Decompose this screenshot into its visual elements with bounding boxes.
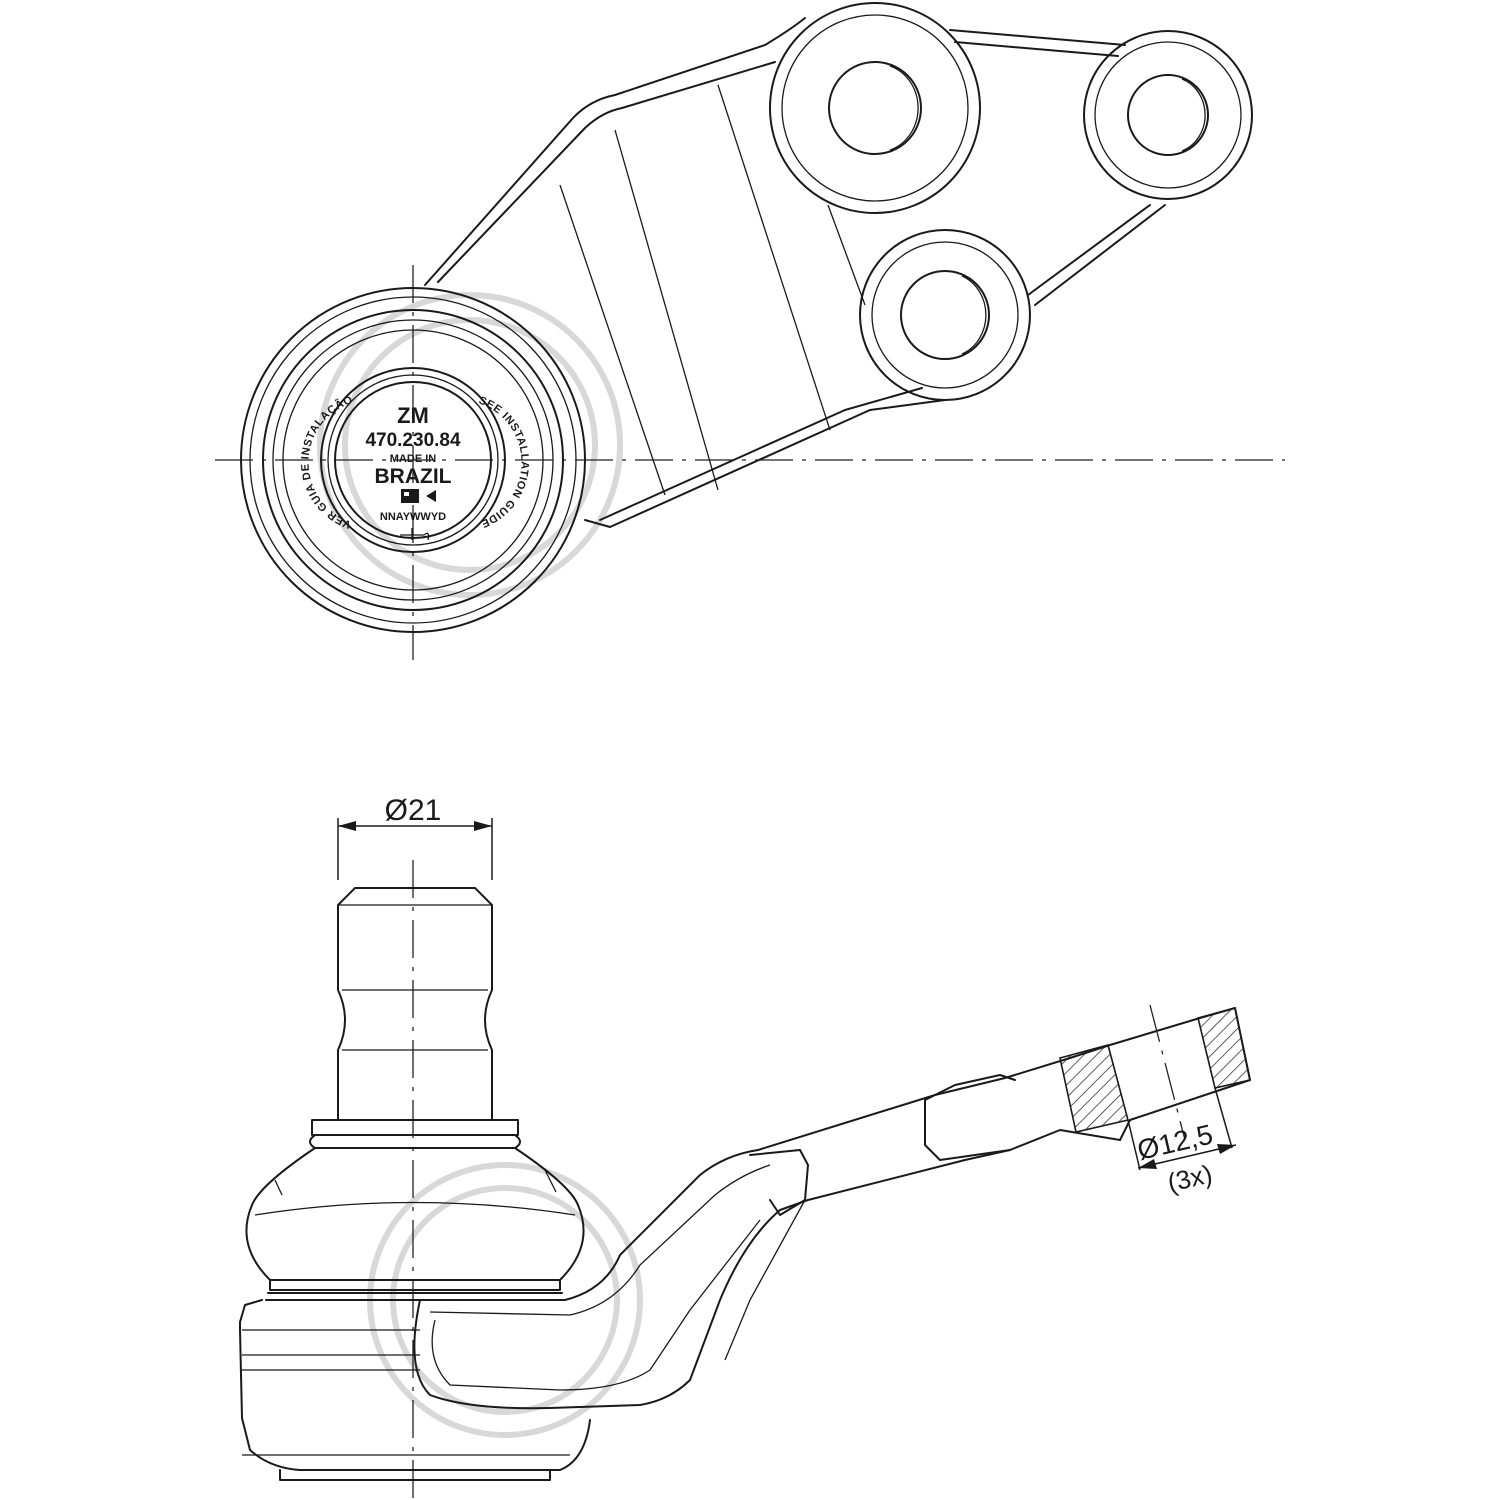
hole-count-label: (3x) bbox=[1165, 1159, 1215, 1198]
stud-outline bbox=[337, 887, 493, 1121]
arm-rib-second bbox=[924, 1074, 1016, 1161]
stud-detail-lines bbox=[338, 904, 492, 1051]
arm-side-outline bbox=[413, 1057, 1121, 1410]
boot-lower-rings bbox=[265, 1279, 565, 1301]
hole-dim-extension bbox=[1127, 1087, 1233, 1171]
housing-outline bbox=[239, 1299, 591, 1471]
dimension-stud-diameter: Ø21 bbox=[337, 794, 493, 880]
bushing-lower bbox=[859, 229, 1031, 401]
bushing-right bbox=[1083, 30, 1253, 200]
part-stamp: ZM 470.230.84 MADE IN BRAZIL NNAYWWYD VE… bbox=[299, 394, 530, 541]
torque-icon bbox=[400, 528, 430, 541]
boot-fold bbox=[254, 1201, 576, 1216]
arm-body-outline bbox=[424, 17, 1166, 528]
hatched-section-left bbox=[1059, 1044, 1129, 1133]
washer bbox=[309, 1119, 521, 1149]
arm-inner-outline bbox=[437, 41, 1151, 521]
arm-side-inner bbox=[429, 1164, 806, 1391]
stamp-made-in: MADE IN bbox=[390, 453, 437, 465]
side-view bbox=[239, 860, 1251, 1500]
boot-outline bbox=[245, 1147, 585, 1281]
bushing-upper-left bbox=[769, 2, 981, 214]
housing-bands bbox=[242, 1329, 570, 1456]
stamp-country: BRAZIL bbox=[375, 465, 452, 488]
hatched-section-right bbox=[1197, 1007, 1251, 1089]
stamp-part-number: 470.230.84 bbox=[365, 430, 461, 451]
arm-web-lines bbox=[559, 84, 866, 496]
stamp-date-code: NNAYWWYD bbox=[380, 511, 446, 523]
stamp-brand: ZM bbox=[397, 403, 429, 428]
housing-base bbox=[279, 1469, 551, 1481]
ball-joint-housing bbox=[240, 287, 586, 633]
dimension-hole-diameter: Ø12,5 (3x) bbox=[1134, 1118, 1237, 1198]
hole-centerline bbox=[1149, 1004, 1186, 1141]
truck-icon bbox=[401, 489, 436, 503]
arm-rib bbox=[749, 1149, 809, 1216]
stud-diameter-label: Ø21 bbox=[385, 794, 442, 827]
watermark-top bbox=[317, 292, 623, 598]
